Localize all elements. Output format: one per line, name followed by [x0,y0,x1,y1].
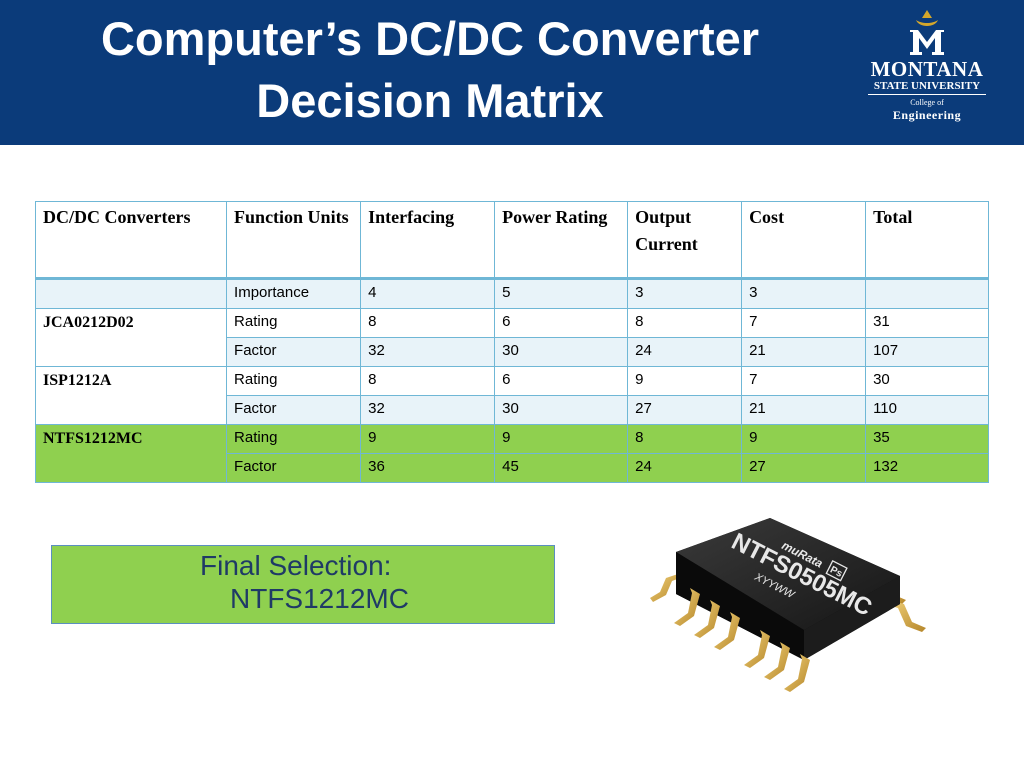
table-cell: Factor [226,453,362,483]
table-cell: 21 [741,337,867,367]
table-cell [34,278,228,309]
header-function-units: Function Units [226,201,362,280]
table-row: Factor 32 30 24 21 107 [36,337,989,367]
table-cell: 8 [627,308,743,338]
selected-table-row: NTFS1212MC Rating 9 9 8 9 35 [34,424,989,483]
table-cell: 21 [741,395,867,425]
university-logo: MONTANA STATE UNIVERSITY College of Engi… [862,8,992,133]
table-cell: 8 [627,424,743,454]
table-cell: 4 [360,278,496,309]
table-cell: 7 [741,308,867,338]
table-cell: 30 [494,395,629,425]
final-selection-value: NTFS1212MC [230,583,409,614]
table-cell: 6 [494,308,629,338]
table-cell: 27 [741,453,867,483]
logo-line-montana: MONTANA [870,57,984,81]
table-cell: 110 [865,395,989,425]
table-cell: 3 [627,278,743,309]
converter-name-cell: ISP1212A [34,366,228,425]
table-cell: 6 [494,366,629,396]
chip-brand-mark-text: Ps [828,564,844,580]
header-dc-dc-converters: DC/DC Converters [34,201,228,280]
table-cell: 35 [865,424,989,454]
selected-table-row: Factor 36 45 24 27 132 [36,453,989,483]
table-cell: Rating [226,424,362,454]
header-output-current: Output Current [627,201,743,280]
chip-brand-mark [825,560,848,582]
table-cell: 27 [627,395,743,425]
slide-title: Computer’s DC/DC Converter Decision Matr… [60,8,800,132]
logo-line-state-university: STATE UNIVERSITY [868,80,986,95]
header-cost: Cost [741,201,867,280]
table-cell: 45 [494,453,629,483]
table-cell: 9 [360,424,496,454]
logo-line-college-of: College of [910,98,944,107]
table-row: Factor 32 30 27 21 110 [36,395,989,425]
table-cell: 31 [865,308,989,338]
table-cell: 3 [741,278,867,309]
header-total: Total [865,201,989,280]
header-interfacing: Interfacing [360,201,496,280]
decision-matrix-table: DC/DC Converters Function Units Interfac… [34,201,989,483]
title-banner [0,0,1024,145]
slide-title-line2: Decision Matrix [256,74,604,127]
logo-line-engineering: Engineering [892,108,962,122]
table-cell: Rating [226,308,362,338]
table-cell: 107 [865,337,989,367]
table-cell: 9 [741,424,867,454]
chip-pins-front [674,588,810,692]
importance-row: Importance 4 5 3 3 [34,278,989,309]
table-cell: 30 [494,337,629,367]
table-cell: Factor [226,395,362,425]
table-cell: 24 [627,453,743,483]
table-cell: 36 [360,453,496,483]
table-cell: 8 [360,308,496,338]
table-header-row: DC/DC Converters Function Units Interfac… [34,201,989,280]
table-cell: Rating [226,366,362,396]
table-cell: 5 [494,278,629,309]
table-cell: 9 [494,424,629,454]
converter-name-cell: NTFS1212MC [34,424,228,483]
smd-dc-converter-chip-photo: muRata Ps NTFS0505MC XYYWW [650,518,926,692]
table-row: JCA0212D02 Rating 8 6 8 7 31 [34,308,989,367]
header-power-rating: Power Rating [494,201,629,280]
table-cell: 32 [360,337,496,367]
table-cell: 24 [627,337,743,367]
converter-name-cell: JCA0212D02 [34,308,228,367]
table-cell: Factor [226,337,362,367]
table-cell: 132 [865,453,989,483]
table-row: ISP1212A Rating 8 6 9 7 30 [34,366,989,425]
table-cell: 30 [865,366,989,396]
chip-body [676,518,900,660]
final-selection-box: Final Selection: NTFS1212MC [51,545,555,624]
msu-m-mountain-icon [910,10,944,55]
slide-title-line1: Computer’s DC/DC Converter [100,12,760,65]
table-cell: 32 [360,395,496,425]
table-cell: 8 [360,366,496,396]
table-cell: Importance [226,278,362,309]
table-cell [865,278,989,309]
table-cell: 9 [627,366,743,396]
final-selection-label: Final Selection: [200,550,392,581]
table-cell: 7 [741,366,867,396]
